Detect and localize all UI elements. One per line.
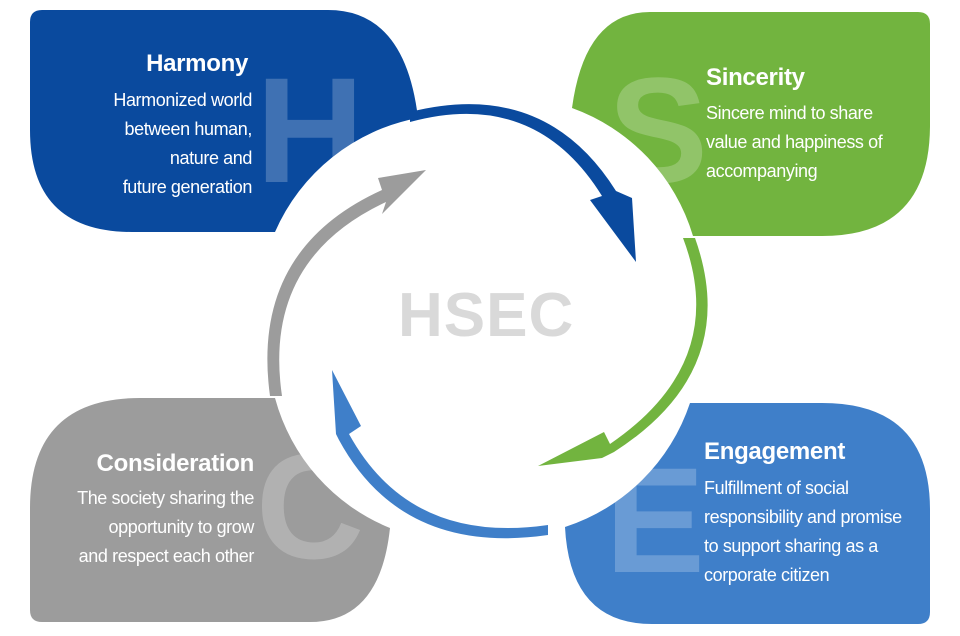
engagement-panel [565, 403, 930, 624]
consideration-desc-line-2: opportunity to grow [108, 517, 255, 537]
harmony-panel [30, 10, 418, 232]
sincerity-desc-line-3: accompanying [706, 161, 818, 181]
harmony-desc-line-4: future generation [122, 177, 253, 197]
engagement-title: Engagement [704, 438, 846, 465]
harmony-desc-line-1: Harmonized world [113, 90, 252, 110]
consideration-desc-line-1: The society sharing the [77, 488, 254, 508]
consideration-description: The society sharing the opportunity to g… [77, 484, 254, 571]
engagement-desc-line-4: corporate citizen [704, 565, 830, 585]
consideration-desc-line-3: and respect each other [78, 546, 255, 566]
engagement-desc-line-1: Fulfillment of social [704, 478, 849, 498]
harmony-description: Harmonized world between human, nature a… [113, 86, 252, 202]
sincerity-arrow [538, 238, 708, 466]
sincerity-description: Sincere mind to share value and happines… [706, 99, 883, 186]
sincerity-desc-line-1: Sincere mind to share [706, 103, 873, 123]
consideration-arrow [267, 170, 426, 396]
letter-e: E [605, 436, 705, 604]
center-circle [286, 120, 678, 512]
engagement-arrow [332, 370, 548, 539]
consideration-panel [30, 398, 390, 622]
sincerity-title: Sincerity [706, 64, 805, 91]
harmony-title: Harmony [146, 50, 248, 77]
center-label: HSEC [398, 281, 575, 350]
sincerity-panel [572, 12, 930, 236]
engagement-desc-line-3: to support sharing as a [704, 536, 878, 556]
sincerity-desc-line-2: value and happiness of [706, 132, 883, 152]
engagement-desc-line-2: responsibility and promise [704, 507, 902, 527]
engagement-description: Fulfillment of social responsibility and… [704, 474, 902, 590]
harmony-desc-line-3: nature and [169, 148, 252, 168]
harmony-desc-line-2: between human, [124, 119, 253, 139]
consideration-title: Consideration [96, 450, 255, 477]
